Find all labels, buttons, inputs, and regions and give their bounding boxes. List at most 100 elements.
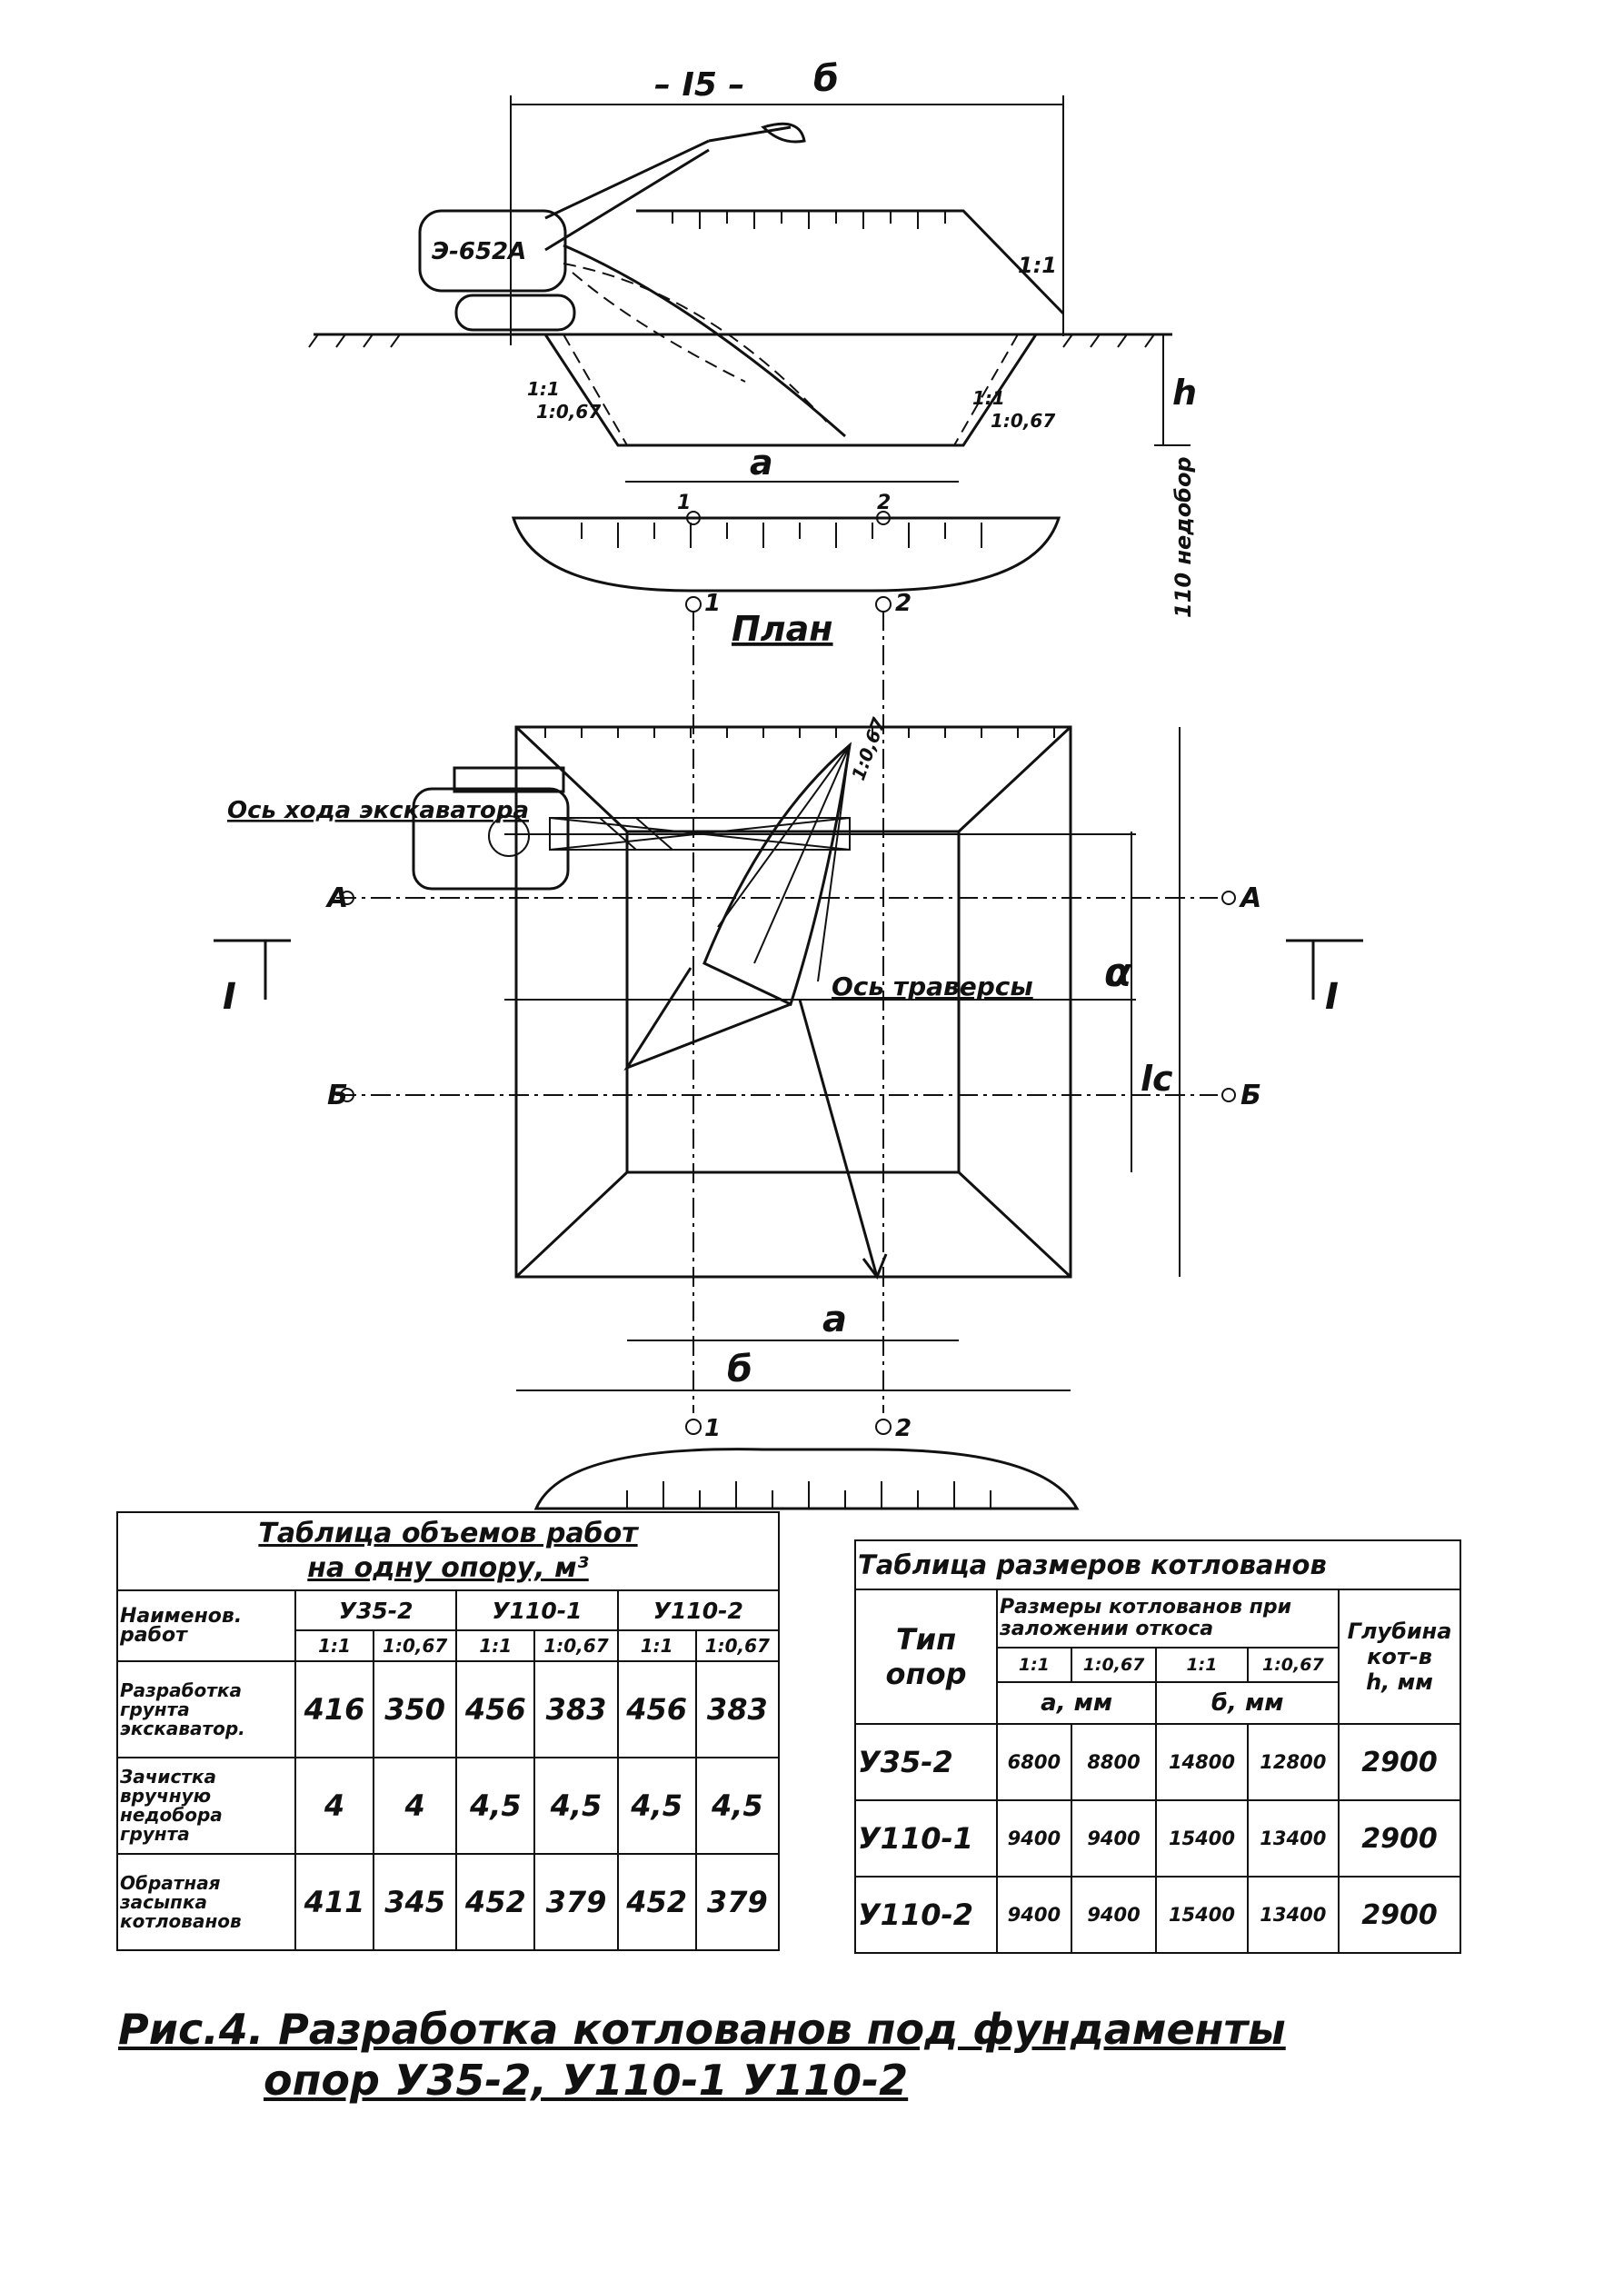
- slope-header: 1:1: [616, 1629, 697, 1662]
- dim-a-plan-label: а: [822, 1299, 847, 1340]
- col-depth-header: Глубина кот-в h, мм: [1338, 1589, 1461, 1725]
- axis-traverse-label: Ось траверсы: [832, 971, 1033, 1001]
- table-row: У110-1 9400 9400 15400 13400 2900: [854, 1799, 1461, 1878]
- slope-left-b: 1:0,67: [536, 401, 601, 423]
- cell-value: 411: [294, 1853, 375, 1951]
- pit-inner-bottom: [625, 830, 961, 1174]
- size-table-title: Таблица размеров котлованов: [854, 1539, 1461, 1590]
- plan-view: План 1 2 Ось хода экскаватора Ось травер…: [214, 590, 1363, 1510]
- sweep-radial: [717, 744, 851, 982]
- ground-hatch: [308, 334, 1155, 348]
- volume-table: Таблица объемов работ на одну опору, м³ …: [116, 1511, 781, 1951]
- axis-B-right: Б: [1240, 1080, 1261, 1111]
- cell-value: 9400: [1070, 1799, 1158, 1878]
- cell-value: 383: [533, 1660, 619, 1758]
- cell-value: 345: [373, 1853, 458, 1951]
- cell-value: 13400: [1246, 1876, 1340, 1954]
- slope-header: 1:1: [996, 1647, 1072, 1683]
- axis-mark-bot-2-label: 2: [895, 1415, 912, 1442]
- type-header: У110-1: [455, 1589, 619, 1631]
- cell-value: 15400: [1155, 1799, 1249, 1878]
- col-sizes-header: Размеры котлованов при заложении откоса: [996, 1589, 1340, 1649]
- excavator-plan-icon: [412, 766, 851, 891]
- axis-A-right: А: [1239, 882, 1261, 914]
- depth-value: 2900: [1338, 1876, 1461, 1954]
- section-left-label: I: [223, 976, 236, 1018]
- type-header: У110-2: [616, 1589, 781, 1631]
- table-row: У110-2 9400 9400 15400 13400 2900: [854, 1876, 1461, 1954]
- axis-2-label: 2: [877, 492, 891, 514]
- cell-value: 4,5: [455, 1757, 536, 1855]
- figure-caption: Рис.4. Разработка котлованов под фундаме…: [118, 2004, 1286, 2106]
- cell-value: 9400: [1070, 1876, 1158, 1954]
- table-row: У35-2 6800 8800 14800 12800 2900: [854, 1723, 1461, 1801]
- type-name: У110-2: [854, 1876, 998, 1954]
- axis-mark-top-1: [685, 596, 702, 613]
- table-row: Обратная засыпка котлованов 411 345 452 …: [116, 1853, 781, 1951]
- foundation-plan-ticks: [626, 1481, 991, 1509]
- excavator-model-label: Э-652А: [432, 238, 526, 265]
- axis-mark-top-2: [875, 596, 892, 613]
- cell-value: 379: [694, 1853, 781, 1951]
- cell-value: 4: [294, 1757, 375, 1855]
- depth-value: 2900: [1338, 1799, 1461, 1878]
- cell-value: 4: [373, 1757, 458, 1855]
- col-type-header: Тип опор: [854, 1589, 998, 1725]
- slope-header: 1:0,67: [533, 1629, 619, 1662]
- dim-lc-label: lc: [1141, 1059, 1173, 1099]
- axis-1-label: 1: [677, 492, 691, 514]
- axis-B-left: Б: [327, 1080, 348, 1111]
- axis-2-marker: [876, 511, 891, 525]
- table-row: Разработка грунта экскаватор. 416 350 45…: [116, 1660, 781, 1758]
- slope-top-label: 1:1: [1018, 253, 1057, 278]
- slope-header: 1:1: [455, 1629, 536, 1662]
- slope-right-b: 1:0,67: [991, 410, 1055, 432]
- nedobor-label: 110 недобор: [1171, 456, 1196, 618]
- cell-value: 416: [294, 1660, 375, 1758]
- pit-corner-lines: [514, 725, 1072, 1279]
- sweep-bottom: [623, 967, 792, 1071]
- axis-mark-bot-1: [685, 1419, 702, 1435]
- caption-line-1: Рис.4. Разработка котлованов под фундаме…: [118, 2005, 1286, 2054]
- type-name: У35-2: [854, 1723, 998, 1801]
- type-name: У110-1: [854, 1799, 998, 1878]
- size-table: Таблица размеров котлованов Тип опор Раз…: [854, 1539, 1461, 1954]
- slope-left-a: 1:1: [527, 378, 560, 400]
- plan-title: План: [732, 609, 833, 649]
- dim-alpha-label: α: [1104, 950, 1132, 996]
- type-header: У35-2: [294, 1589, 458, 1631]
- section-right-label: I: [1325, 976, 1339, 1018]
- excavator-icon: [418, 122, 846, 438]
- dim-a-section-label: а: [750, 443, 773, 483]
- cell-value: 4,5: [533, 1757, 619, 1855]
- row-name: Разработка грунта экскаватор.: [116, 1660, 296, 1758]
- row-name: Обратная засыпка котлованов: [116, 1853, 296, 1951]
- slope-header: 1:0,67: [694, 1629, 781, 1662]
- table-row: Зачистка вручную недобора грунта 4 4 4,5…: [116, 1757, 781, 1855]
- dim-b-plan-label: б: [727, 1349, 752, 1390]
- cell-value: 6800: [996, 1723, 1072, 1801]
- cell-value: 12800: [1246, 1723, 1340, 1801]
- axis-mark-bot-1-label: 1: [704, 1415, 721, 1442]
- slope-header: 1:0,67: [1070, 1647, 1158, 1683]
- cell-value: 452: [455, 1853, 536, 1951]
- cell-value: 13400: [1246, 1799, 1340, 1878]
- row-name: Зачистка вручную недобора грунта: [116, 1757, 296, 1855]
- dim-15-label: – I5 –: [654, 66, 745, 104]
- foundation-section: [511, 516, 1061, 593]
- col-work-header: Наименов. работ: [116, 1589, 296, 1662]
- cell-value: 15400: [1155, 1876, 1249, 1954]
- cell-value: 350: [373, 1660, 458, 1758]
- arrow-line: [798, 999, 879, 1278]
- slope-header: 1:1: [1155, 1647, 1249, 1683]
- cell-value: 9400: [996, 1876, 1072, 1954]
- dim-b-top-label: б: [813, 58, 839, 100]
- cell-value: 452: [616, 1853, 697, 1951]
- axis-excavator-label: Ось хода экскаватора: [227, 797, 529, 824]
- caption-line-2: опор У35-2, У110-1 У110-2: [264, 2056, 909, 2105]
- foundation-ticks: [581, 523, 982, 548]
- slope-header: 1:1: [294, 1629, 375, 1662]
- axis-mark-top-2-label: 2: [895, 590, 912, 617]
- axis-mark-bot-2: [875, 1419, 892, 1435]
- unit-b-header: б, мм: [1155, 1681, 1340, 1725]
